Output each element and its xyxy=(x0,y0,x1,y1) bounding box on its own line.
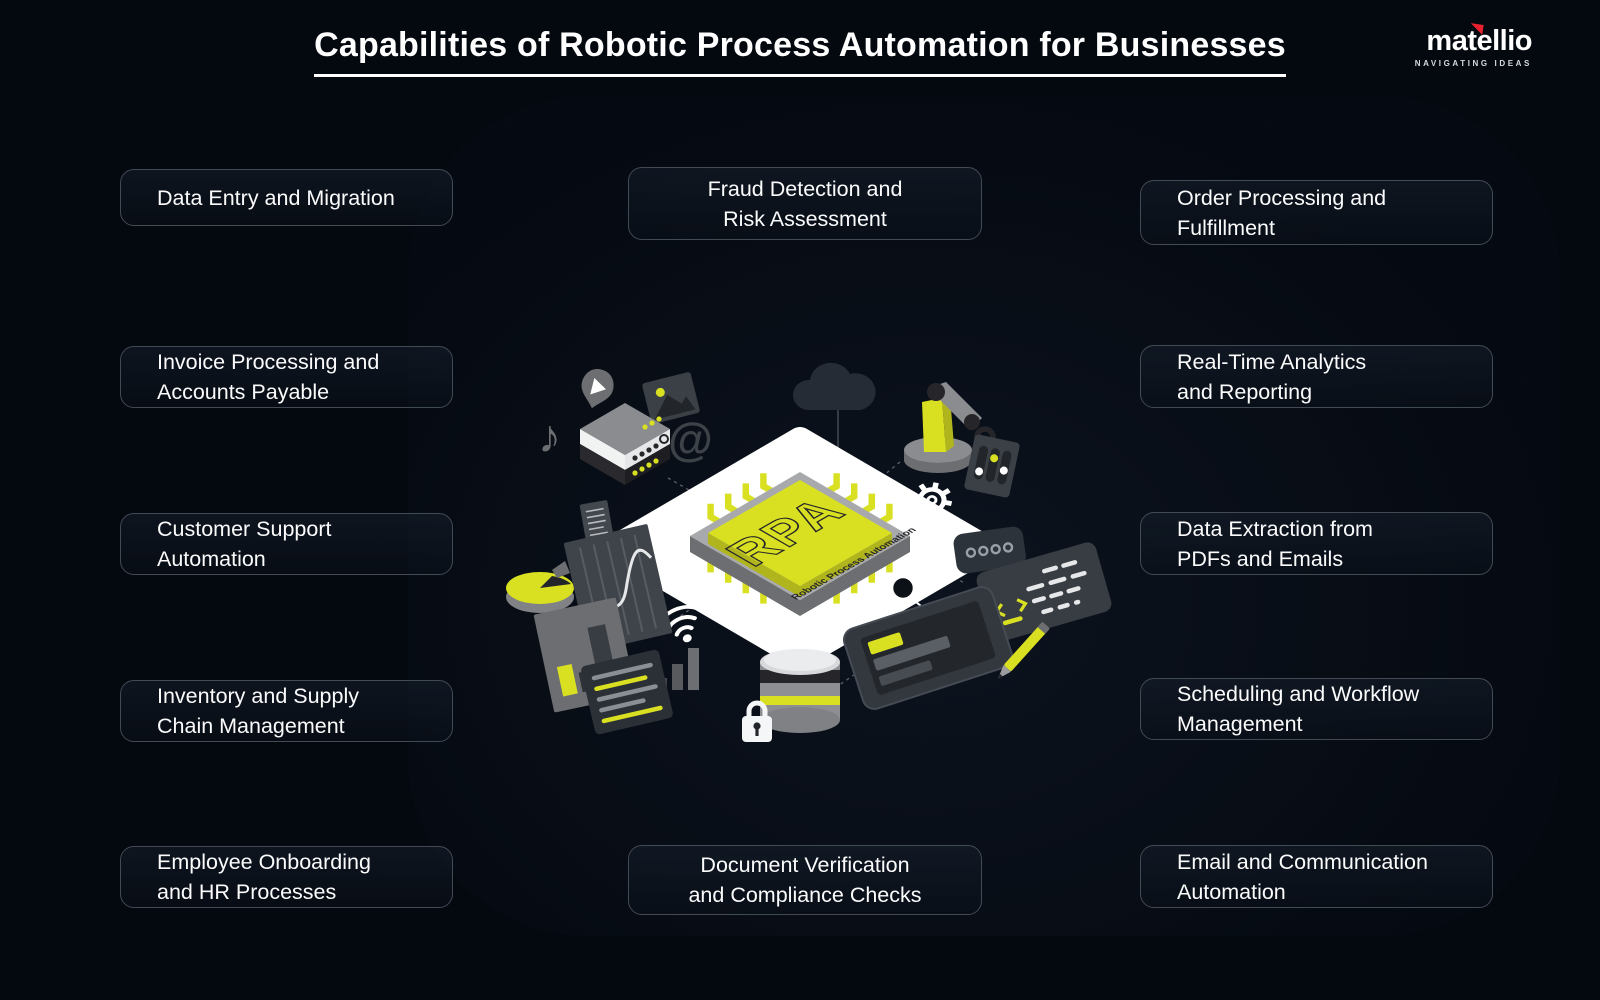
capability-label: Data Entry and Migration xyxy=(157,185,395,210)
capability-label: Real-Time Analytics and Reporting xyxy=(1177,349,1367,404)
capability-employee-onboarding: Employee Onboarding and HR Processes xyxy=(120,846,453,908)
capability-label: Scheduling and Workflow Management xyxy=(1177,682,1420,736)
capability-label: Document Verification and Compliance Che… xyxy=(688,853,922,907)
capability-customer-support: Customer Support Automation xyxy=(120,513,453,575)
capability-inventory-supply-chain: Inventory and Supply Chain Management xyxy=(120,680,453,742)
matellio-logo: matellio NAVIGATING IDEAS xyxy=(1414,23,1532,68)
page-title: Capabilities of Robotic Process Automati… xyxy=(314,26,1286,77)
chip-top xyxy=(708,480,892,597)
logo-tagline: NAVIGATING IDEAS xyxy=(1414,59,1532,68)
code-card-icon xyxy=(976,542,1112,642)
pencil-icon xyxy=(997,621,1050,679)
capability-label: Fraud Detection and Risk Assessment xyxy=(707,176,903,231)
capability-data-entry: Data Entry and Migration xyxy=(120,169,453,226)
robot-arm-icon xyxy=(904,382,996,473)
gear-icon xyxy=(911,482,953,518)
capability-order-processing: Order Processing and Fulfillment xyxy=(1140,180,1493,245)
capability-label: Customer Support Automation xyxy=(157,517,332,571)
capability-fraud-detection: Fraud Detection and Risk Assessment xyxy=(628,167,982,240)
capability-label: Inventory and Supply Chain Management xyxy=(157,684,359,738)
capability-label: Invoice Processing and Accounts Payable xyxy=(157,350,380,404)
lightbulb-icon xyxy=(878,566,928,608)
music-note-icon: ♪ xyxy=(538,410,561,462)
capability-email-automation: Email and Communication Automation xyxy=(1140,845,1493,908)
capability-invoice-processing: Invoice Processing and Accounts Payable xyxy=(120,346,453,408)
capability-label: Order Processing and Fulfillment xyxy=(1177,185,1387,240)
cloud-icon xyxy=(792,362,876,410)
capability-label: Email and Communication Automation xyxy=(1177,849,1428,904)
database-cylinder-icon xyxy=(760,649,840,733)
capability-label: Employee Onboarding and HR Processes xyxy=(157,850,371,904)
server-stack-icon xyxy=(580,403,670,485)
pie-chart-icon xyxy=(506,561,574,613)
header: Capabilities of Robotic Process Automati… xyxy=(0,26,1600,77)
at-symbol-icon: @ xyxy=(668,413,713,465)
report-card-icon xyxy=(581,649,673,735)
logo-flag-icon xyxy=(1469,23,1485,35)
logo-wordmark: matellio xyxy=(1426,23,1532,57)
picture-frame-icon xyxy=(642,372,700,424)
tablet-icon xyxy=(842,586,1014,710)
capability-scheduling-workflow: Scheduling and Workflow Management xyxy=(1140,678,1493,740)
rpa-illustration: RPA Robotic Process Automation ♪ @ xyxy=(506,362,1112,742)
capability-realtime-analytics: Real-Time Analytics and Reporting xyxy=(1140,345,1493,408)
location-pin-icon xyxy=(581,369,614,409)
capability-document-verification: Document Verification and Compliance Che… xyxy=(628,845,982,915)
capability-data-extraction: Data Extraction from PDFs and Emails xyxy=(1140,512,1493,575)
control-panel-icon xyxy=(964,434,1020,498)
capability-label: Data Extraction from PDFs and Emails xyxy=(1177,516,1373,571)
padlock-icon xyxy=(742,700,772,742)
